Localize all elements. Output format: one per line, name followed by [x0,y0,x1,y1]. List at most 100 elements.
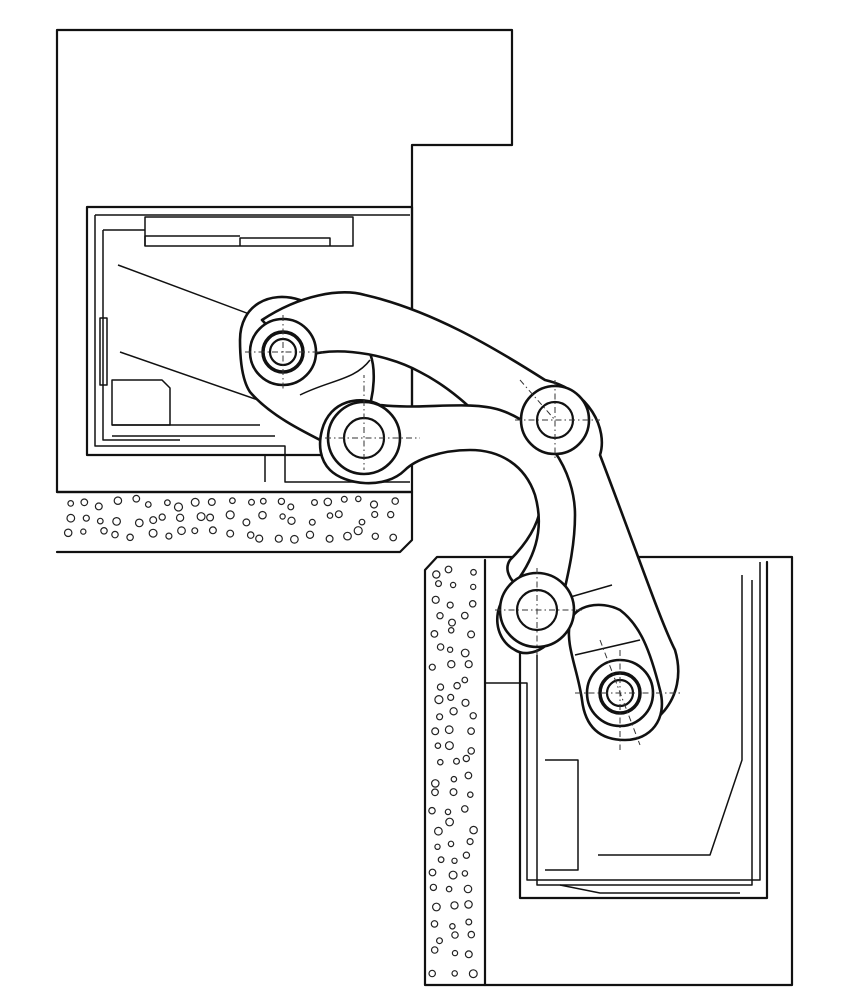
foam-dot [290,534,299,544]
foam-dot [467,747,476,755]
foam-dot [94,502,103,511]
foam-dot [82,514,90,522]
foam-dot [436,612,444,620]
foam-dot [391,497,400,505]
foam-dot [435,580,443,588]
foam-dot [308,518,316,526]
foam-dot [446,646,454,653]
foam-dot [371,510,379,519]
foam-dot [444,741,454,751]
foam-dot [469,712,477,720]
foam-dot [149,516,158,525]
foam-dot [126,533,134,542]
frame-foam-strip [55,490,414,554]
foam-dot [464,900,473,909]
foam-dot [451,857,458,865]
foam-dot [437,856,445,864]
foam-dot [436,758,444,766]
foam-dot [430,946,439,954]
foam-dot [429,883,438,892]
foam-dot [255,534,264,543]
foam-dot [449,788,458,797]
foam-dot [447,840,455,848]
foam-dot [387,510,395,519]
arm-joint-line [299,359,371,396]
foam-dot [113,496,123,506]
foam-dot [444,725,454,735]
foam-dot [343,531,352,541]
foam-dot [225,510,235,520]
foam-dot [444,808,452,816]
foam-dot [228,497,236,505]
foam-dot [431,727,440,736]
foam-dot [369,500,379,509]
door-panel [423,555,794,987]
door-foam-texture [428,565,478,979]
foam-dot [447,660,456,669]
foam-dot [279,513,286,520]
foam-dot [340,495,348,503]
foam-dot [431,788,439,797]
foam-dot [428,806,436,815]
door-pocket-inner [485,562,761,881]
foam-dot [100,526,108,535]
foam-dot [436,643,445,651]
foam-dot [165,532,173,540]
foam-dot [449,922,456,930]
foam-dot [248,498,256,506]
foam-dot [258,510,267,520]
foam-dot [469,825,478,835]
foam-dot [259,497,267,505]
foam-dot [191,527,199,535]
housing-liner [102,229,180,441]
foam-dot [434,843,441,851]
foam-dot [173,502,184,512]
foam-dot [448,618,457,627]
foam-dot [354,495,362,503]
foam-dot [132,494,141,503]
foam-dot [428,868,437,877]
foam-dot [466,837,474,846]
foam-dot [434,694,444,705]
foam-dot [436,713,444,721]
foam-dot [449,581,457,589]
foam-dot [461,676,469,684]
foam-dot [460,805,469,813]
door-pocket [518,560,769,900]
foam-dot [67,500,75,507]
door-pocket-liner [536,580,753,886]
foam-dot [334,510,343,519]
foam-dot [446,601,454,609]
foam-dot [80,498,89,507]
foam-dot [436,683,445,691]
door-hinge-housing [485,560,769,900]
foam-dot [450,775,458,783]
foam-dot [447,626,455,634]
foam-dot [305,530,315,540]
foam-dot [467,727,476,735]
foam-dot [274,534,283,543]
center-lines [245,315,680,750]
foam-dot [66,513,76,523]
foam-dot [277,497,286,506]
foam-dot [445,885,453,893]
foam-dot [467,930,476,939]
foam-dot [450,901,459,910]
foam-dot [451,970,459,977]
foam-dot [445,817,455,827]
housing-inner-wall [94,214,410,483]
foam-dot [96,517,104,525]
foam-dot [207,498,216,507]
foam-dot [466,791,474,799]
foam-dot [462,851,471,859]
door-base-lines [559,884,740,894]
foam-dot [432,570,441,579]
door-stop-block [545,759,579,871]
foam-dot [460,611,469,620]
foam-dot [461,698,470,707]
foam-dot [311,499,319,507]
foam-dot [175,513,185,523]
foam-dot [144,501,152,508]
foam-dot [112,517,121,526]
foam-dot [190,497,200,507]
